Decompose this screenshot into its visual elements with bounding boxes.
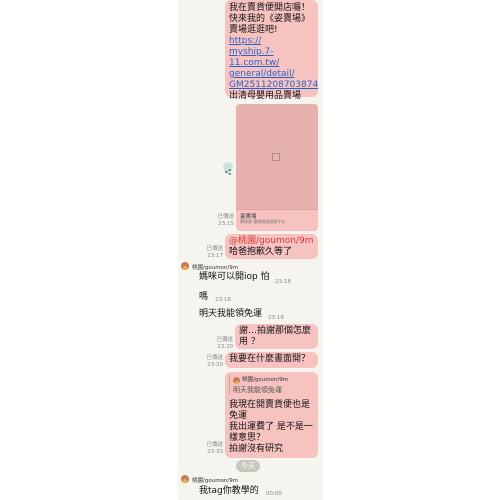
card-meta: 已傳送 23:15 [217,214,234,227]
sent-message-2-bubble: 我要在什麼畫面開？ [225,352,318,368]
mention-tag[interactable]: @桃園/goumon/9m [229,236,314,246]
promo-line-3: 賣場逛逛吧! [229,25,278,35]
share-icon[interactable] [223,162,233,175]
link-preview-card[interactable]: 姿賣場 賣貨便 優質網拍服務平台 [236,104,318,231]
mention-message-text: 哈爸抱歉久等了 [229,247,293,257]
last-message-time: 00:00 [266,491,282,497]
promo-link[interactable]: https:// myship.7-11.com.tw/ general/det… [229,36,319,90]
last-message: 我tag你教學的 [199,486,259,496]
quoted-avatar [233,377,240,384]
last-sender-name: 桃園/goumon/9m [192,478,239,484]
received-message-3: 明天我能領免運 [199,309,263,319]
received-time-3: 23:18 [268,315,284,321]
sent-message-1-bubble: 謝…拍謝那個怎麼 用 ？ [235,324,318,349]
received-time-2: 23:18 [215,297,231,303]
sent-1-meta: 已傳送 23:20 [216,337,233,350]
quoted-message[interactable]: 桃園/goumon/9m 明天我能領免運 [229,375,314,395]
received-message-1: 媽咪可以開iop 怕 [199,272,270,282]
avatar[interactable] [181,262,189,270]
promo-line-4: 出清母嬰用品賣場 [229,91,302,101]
preview-image [236,104,318,210]
reply-message-bubble: 桃園/goumon/9m 明天我能領免運 我現在開賣貨便也是 免運 我出運費了 … [225,372,318,458]
received-message-2: 嗎 [199,292,209,302]
card-title: 姿賣場 [240,214,257,220]
chat-panel: 我在賣貨便開店囉！ 快來我的《姿賣場》 賣場逛逛吧! https:// mysh… [178,0,323,500]
quoted-text: 明天我能領免運 [233,386,282,394]
card-subtitle: 賣貨便 優質網拍服務平台 [240,219,286,224]
received-time-1: 23:18 [275,279,291,285]
promo-message-bubble: 我在賣貨便開店囉！ 快來我的《姿賣場》 賣場逛逛吧! https:// mysh… [225,0,319,101]
date-divider: 今天 [236,460,260,472]
reply-meta: 已傳送 23:33 [206,442,223,455]
sent-2-meta: 已傳送 23:20 [206,355,223,368]
promo-line-1: 我在賣貨便開店囉！ [229,3,311,13]
promo-line-2: 快來我的《姿賣場》 [229,14,311,24]
mention-meta: 已傳送 23:17 [206,246,223,259]
image-placeholder-icon [272,153,280,161]
mention-message-bubble: @桃園/goumon/9m 哈爸抱歉久等了 [225,234,318,259]
avatar[interactable] [181,475,189,483]
sender-name: 桃園/goumon/9m [192,265,239,271]
